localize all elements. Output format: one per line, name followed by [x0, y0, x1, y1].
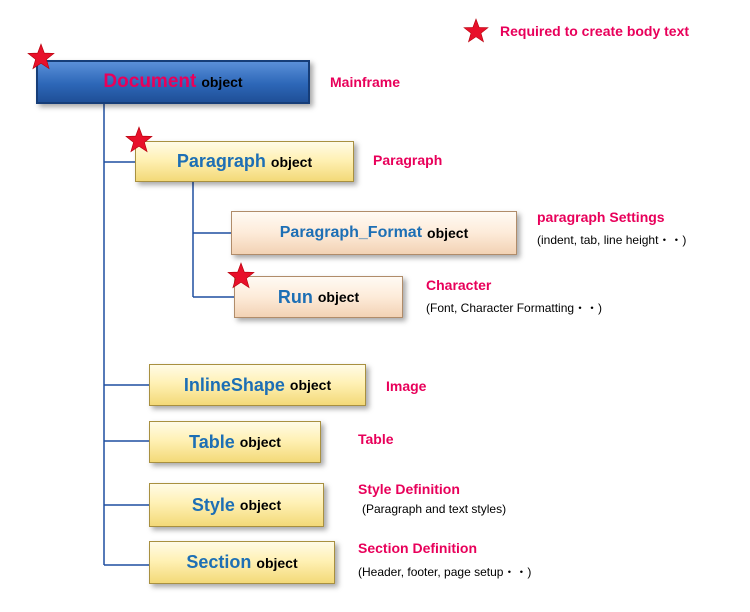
node-suffix: object — [201, 74, 243, 90]
section-description: (Header, footer, page setup・・) — [358, 565, 532, 579]
run-description: (Font, Character Formatting・・) — [426, 301, 603, 315]
table-object-node: Table object — [149, 421, 321, 463]
document-label: Mainframe — [330, 74, 401, 90]
node-name: Paragraph — [176, 151, 266, 171]
required-star-icon — [27, 43, 55, 70]
required-star-icon — [227, 262, 255, 289]
paragraph-format-description: (indent, tab, line height・・) — [537, 233, 687, 247]
paragraph-object-node: Paragraph object — [135, 141, 354, 182]
star-icon — [463, 18, 489, 43]
node-name: Run — [277, 286, 313, 307]
inline-shape-label: Image — [386, 378, 427, 394]
node-name: Style — [191, 494, 235, 515]
node-name: Paragraph_Format — [279, 224, 423, 241]
paragraph-label: Paragraph — [373, 152, 443, 168]
node-name: Section — [186, 552, 252, 572]
style-label: Style Definition — [358, 481, 460, 497]
legend: Required to create body text — [463, 18, 689, 44]
node-suffix: object — [239, 497, 282, 513]
run-object-node: Run object — [234, 276, 403, 318]
node-suffix: object — [317, 289, 360, 305]
node-name: Document — [103, 71, 197, 92]
node-name: InlineShape — [183, 374, 285, 395]
paragraph-format-label: paragraph Settings — [537, 209, 665, 225]
inline-shape-object-node: InlineShape object — [149, 364, 366, 406]
run-label: Character — [426, 277, 492, 293]
node-suffix: object — [427, 225, 469, 241]
table-label: Table — [358, 431, 394, 447]
style-description: (Paragraph and text styles) — [362, 502, 507, 516]
node-suffix: object — [256, 554, 298, 571]
legend-text: Required to create body text — [500, 23, 690, 39]
paragraph-format-object-node: Paragraph_Format object — [231, 211, 517, 255]
document-object-node: Document object — [36, 60, 310, 104]
required-star-icon — [125, 126, 153, 153]
node-suffix: object — [270, 153, 313, 170]
section-object-node: Section object — [149, 541, 335, 584]
node-name: Table — [189, 431, 235, 452]
node-suffix: object — [289, 377, 332, 393]
style-object-node: Style object — [149, 483, 324, 527]
section-label: Section Definition — [358, 540, 477, 556]
node-suffix: object — [239, 434, 281, 450]
